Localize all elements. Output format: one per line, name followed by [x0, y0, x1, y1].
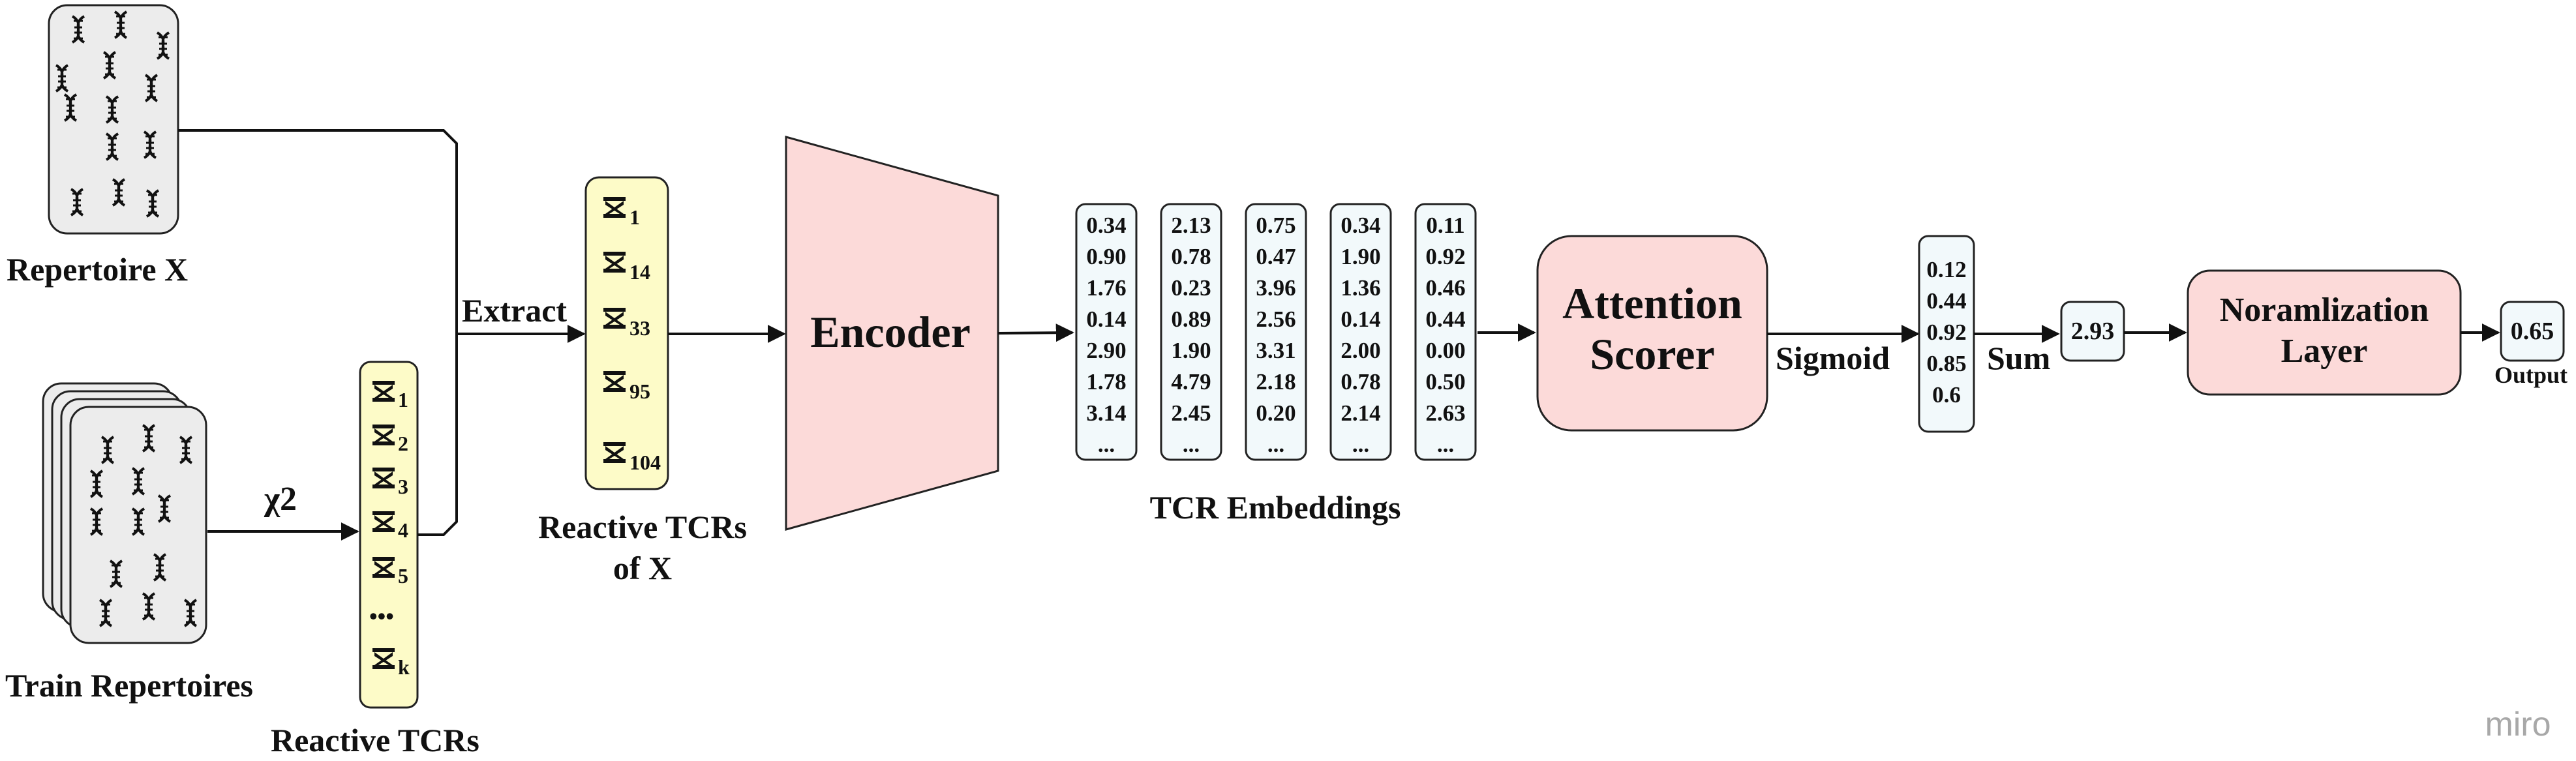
embedding-value: 0.14	[1341, 306, 1380, 332]
embedding-column: 0.34 1.90 1.36 0.14 2.00 0.78 2.14...	[1329, 203, 1392, 461]
embedding-value: 0.50	[1425, 369, 1465, 395]
embedding-box	[1245, 203, 1307, 461]
embedding-value: 2.90	[1086, 338, 1126, 363]
sigmoid-value: 0.85	[1926, 351, 1966, 376]
embedding-value: 0.47	[1256, 244, 1296, 269]
embedding-value: 1.76	[1086, 275, 1126, 301]
embedding-value: 1.90	[1171, 338, 1211, 363]
tcr-subscript: 4	[398, 518, 408, 542]
sigmoid-values: 0.12 0.44 0.92 0.85 0.6	[1926, 257, 1966, 408]
embedding-value: 2.56	[1256, 306, 1296, 332]
tcr-subscript: 1	[629, 205, 640, 229]
tcr-subscript: 2	[398, 432, 408, 455]
embedding-box	[1414, 203, 1477, 461]
embedding-value: 2.13	[1171, 213, 1211, 238]
embedding-column: 0.75 0.47 3.96 2.56 3.31 2.18 0.20...	[1245, 203, 1307, 461]
repertoire-x-connector	[178, 129, 463, 335]
norm-label-line2: Layer	[2281, 333, 2368, 370]
sum-value: 2.93	[2071, 318, 2115, 345]
sigmoid-value: 0.12	[1926, 257, 1966, 282]
embedding-value: ...	[1267, 432, 1284, 457]
embedding-value: 0.34	[1086, 213, 1126, 238]
embedding-value: 1.36	[1341, 275, 1380, 301]
embedding-value: ...	[1352, 432, 1369, 457]
reactive-tcrs-of-x-column	[584, 176, 669, 490]
output-value: 0.65	[2511, 318, 2554, 345]
sigmoid-value: 0.6	[1932, 382, 1961, 408]
tcr-subscript: 5	[398, 564, 408, 588]
encoder-label: Encoder	[810, 307, 971, 357]
embedding-value: 3.31	[1256, 338, 1296, 363]
train-repertoires-label: Train Repertoires	[5, 667, 253, 704]
tcr-subscript: 1	[398, 388, 408, 411]
reactive-tcrs-of-x-label-line2: of X	[613, 550, 672, 586]
embedding-value: 3.14	[1086, 400, 1126, 426]
embedding-value: 0.78	[1341, 369, 1380, 395]
sigmoid-value: 0.92	[1926, 320, 1966, 345]
tcr-embeddings: 0.340.901.760.142.901.783.14...2.130.780…	[1075, 203, 1477, 461]
encoder-block	[785, 136, 999, 531]
embedding-value: 0.46	[1425, 275, 1465, 301]
embedding-value: 0.23	[1171, 275, 1211, 301]
attention-label-line1: Attention	[1562, 278, 1742, 328]
embedding-value: 0.92	[1425, 244, 1465, 269]
embedding-value: 0.75	[1256, 213, 1296, 238]
tcr-subscript: 33	[629, 316, 650, 340]
reactive-tcrs-connector	[417, 334, 458, 536]
repertoire-x	[48, 4, 179, 235]
tcr-subscript: 95	[629, 380, 650, 403]
embedding-value: ...	[1098, 432, 1115, 457]
sum-label: Sum	[1987, 340, 2050, 376]
embedding-value: 2.14	[1341, 400, 1380, 426]
embedding-value: 0.78	[1171, 244, 1211, 269]
repertoire-x-label: Repertoire X	[7, 251, 188, 288]
embedding-column: 2.13 0.78 0.23 0.89 1.90 4.79 2.45...	[1160, 203, 1222, 461]
reactive-tcrs-of-x-icons: 1 14 33 95 104	[603, 197, 661, 474]
embedding-box	[1329, 203, 1392, 461]
embedding-column: 0.11 0.92 0.46 0.44 0.00 0.50 2.63...	[1414, 203, 1477, 461]
embedding-column: 0.34 0.90 1.76 0.14 2.90 1.78 3.14...	[1075, 203, 1138, 461]
embedding-value: ...	[1437, 432, 1454, 457]
embedding-value: 4.79	[1171, 369, 1211, 395]
output-label: Output	[2494, 362, 2568, 388]
embedding-value: 0.00	[1425, 338, 1465, 363]
embedding-value: 0.89	[1171, 306, 1211, 332]
embedding-value: 2.63	[1425, 400, 1465, 426]
embedding-value: 2.45	[1171, 400, 1211, 426]
train-repertoires	[42, 382, 207, 644]
reactive-tcrs-label: Reactive TCRs	[271, 722, 479, 758]
attention-label-line2: Scorer	[1590, 329, 1714, 379]
reactive-tcrs-icons: 1 2 3 4 5 k	[372, 381, 410, 679]
embedding-box	[1160, 203, 1222, 461]
reactive-tcrs-ellipsis: •••	[369, 603, 394, 629]
tcr-subscript: k	[398, 655, 410, 679]
sigmoid-value: 0.44	[1926, 288, 1966, 314]
embedding-value: 1.90	[1341, 244, 1380, 269]
embedding-value: 0.44	[1425, 306, 1465, 332]
embedding-value: 0.14	[1086, 306, 1126, 332]
tcr-subscript: 3	[398, 475, 408, 498]
tcr-subscript: 14	[629, 260, 650, 284]
miro-watermark: miro	[2485, 706, 2551, 743]
chi2-label: χ2	[264, 481, 297, 518]
embedding-value: 0.90	[1086, 244, 1126, 269]
output-value-box	[2500, 301, 2565, 362]
norm-label-line1: Noramlization	[2220, 291, 2429, 329]
embedding-value: 1.78	[1086, 369, 1126, 395]
embedding-value: 2.00	[1341, 338, 1380, 363]
embedding-value: ...	[1183, 432, 1200, 457]
extract-label: Extract	[462, 292, 567, 329]
embedding-value: 0.34	[1341, 213, 1380, 238]
embedding-box	[1075, 203, 1138, 461]
embedding-value: 0.11	[1426, 213, 1464, 238]
embedding-value: 3.96	[1256, 275, 1296, 301]
tcr-subscript: 104	[629, 451, 661, 474]
reactive-tcrs-of-x-label-line1: Reactive TCRs	[538, 509, 747, 545]
tcr-embeddings-label: TCR Embeddings	[1150, 489, 1401, 526]
embedding-value: 0.20	[1256, 400, 1296, 426]
sigmoid-label: Sigmoid	[1776, 340, 1890, 376]
embedding-value: 2.18	[1256, 369, 1296, 395]
